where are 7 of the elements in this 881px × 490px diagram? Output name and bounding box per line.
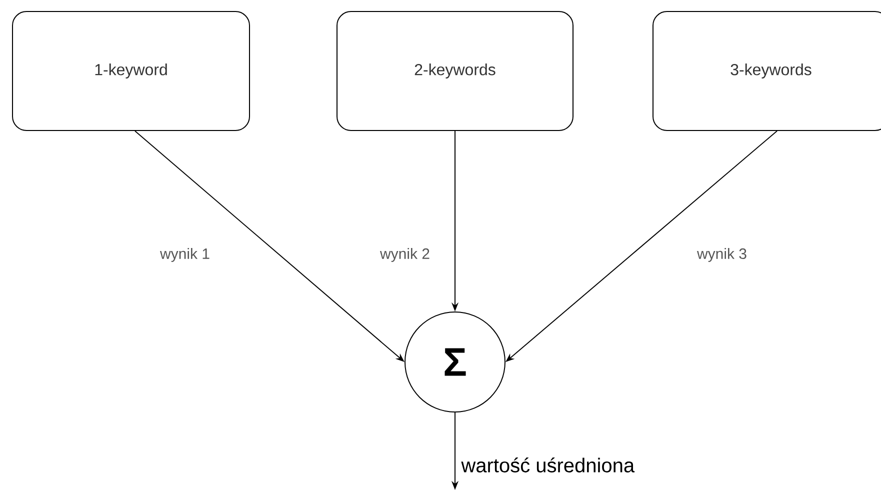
process-box: 1-keyword [12, 11, 250, 131]
edge-label: wynik 1 [160, 248, 210, 262]
edge-label: wynik 3 [696, 248, 746, 262]
process-box: 3-keywords [652, 11, 881, 131]
process-box: 2-keywords [336, 11, 574, 131]
edge-label: wartość uśredniona [461, 458, 635, 472]
edge-label: wynik 2 [380, 248, 430, 262]
